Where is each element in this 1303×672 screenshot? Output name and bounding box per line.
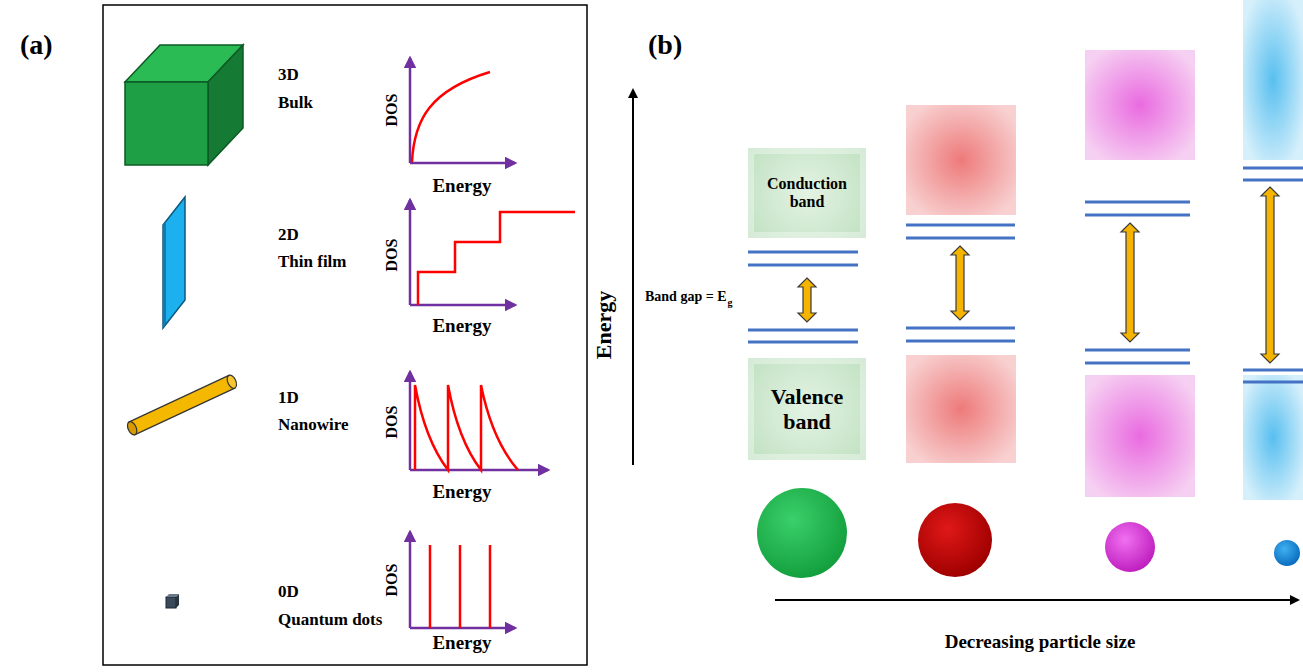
bulk-cube	[125, 45, 243, 165]
structure-name: Nanowire	[278, 416, 349, 435]
axis-label: Energy	[592, 291, 616, 359]
dimension-label: 3D	[278, 66, 299, 85]
axis-label: DOS	[383, 406, 401, 439]
structure-name: Thin film	[278, 253, 347, 272]
dimension-label: 1D	[278, 389, 299, 408]
band-gap-arrows	[798, 187, 1279, 363]
band-label: Conduction band	[754, 175, 860, 212]
thin-film	[163, 197, 185, 328]
dos-axes	[410, 58, 548, 628]
axis-label: DOS	[383, 239, 401, 272]
panel-letter: (a)	[20, 30, 53, 61]
band-boxes	[906, 0, 1303, 500]
nanowire	[126, 374, 239, 437]
band-gap-label: Band gap = E	[645, 289, 727, 304]
size-axis	[775, 599, 1298, 601]
panel-frame	[103, 5, 587, 665]
axis-label: Energy	[432, 482, 491, 503]
axis-label: Decreasing particle size	[945, 632, 1136, 653]
dos-curves	[412, 72, 575, 628]
structure-name: Quantum dots	[278, 611, 382, 630]
axis-label: DOS	[383, 94, 401, 127]
axis-label: Energy	[432, 176, 491, 197]
energy-axis	[632, 90, 634, 465]
structure-name: Bulk	[278, 94, 313, 113]
dimension-label: 2D	[278, 226, 299, 245]
subscript: g	[728, 297, 733, 308]
conduction-band-box: Conduction band	[748, 148, 866, 238]
panel-letter: (b)	[648, 30, 682, 61]
axis-label: DOS	[383, 564, 401, 597]
dimension-label: 0D	[278, 583, 299, 602]
quantum-dot-cube	[166, 594, 179, 608]
axis-label: Energy	[432, 316, 491, 337]
axis-label: Energy	[432, 633, 491, 654]
valence-band-box: Valence band	[748, 358, 866, 460]
band-label: Valence band	[754, 384, 860, 435]
particles	[757, 488, 1300, 578]
